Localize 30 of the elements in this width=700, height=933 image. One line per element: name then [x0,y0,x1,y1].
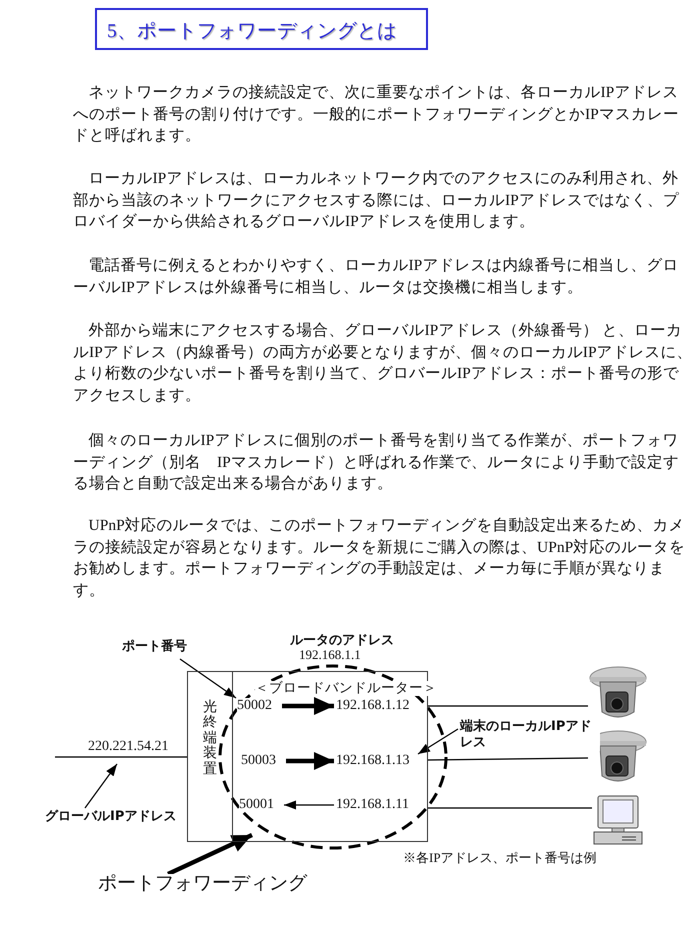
callout-label: グローバルIPアドレス [45,810,176,824]
connection-line [55,756,187,758]
leader-arrow [84,764,118,808]
paragraph: ローカルIPアドレスは、ローカルネットワーク内でのアクセスにのみ利用され、外部から当該のネットワークにアクセスする際には、ローカルIPアドレスではなく、プロバイダーから供給されるグローバルIPアドレスを使用します。 [73,169,680,232]
arrow [167,832,253,876]
leader-arrow [180,658,236,698]
leader-arrow [418,728,458,754]
paragraph: 外部から端末にアクセスする場合、グローバルIPアドレス（外線番号） と、ローカルIPアドレス（内線番号）の両方が必要となりますが、個々のローカルIPアドレスに、より桁数の少ないポート番号を割り当て、グロバールIPアドレス：ポート番号の形でアクセスします。 [73,321,693,406]
paragraph: 電話番号に例えるとわかりやすく、ローカルIPアドレスは内線番号に相当し、グローバルIPアドレスは外線番号に相当し、ルータは交換機に相当します。 [73,256,680,298]
paragraph: ネットワークカメラの接続設定で、次に重要なポイントは、各ローカルIPアドレスへのポート番号の割り付けです。一般的にポートフォワーディングとかIPマスカレードと呼ばれます。 [73,83,680,146]
device-label: 光終端装置 [203,700,218,777]
port-number: 50001 [239,797,274,812]
terminal-box [187,671,233,842]
paragraph: 個々のローカルIPアドレスに個別のポート番号を割り当てる作業が、ポートフォワーディング（別名 IPマスカレード）と呼ばれる作業で、ルータにより手動で設定する場合と自動で設定出来る場合があります。 [73,431,680,494]
connection-line [428,807,592,809]
connection-line [428,705,588,707]
arrow [284,800,334,810]
paragraph: UPnP対応のルータでは、このポートフォワーディングを自動設定出来るため、カメラの接続設定が容易となります。ルータを新規にご購入の際は、UPnP対応のルータをお勧めします。ポートフォワーディングの手動設定は、メーカ毎に手順が異なります。 [73,516,686,600]
edge-label: 220.221.54.21 [88,739,168,754]
port-number: 50002 [237,698,272,714]
title-box: 5、ポートフォワーディングとは [95,8,428,50]
note: ※各IPアドレス、ポート番号は例 [403,851,597,866]
connection-line [428,757,588,761]
callout-label: 端末のローカルIPアドレス [460,719,600,751]
callout-label: ポート番号 [122,640,187,654]
computer-drawing [592,795,644,845]
address-label: ルータのアドレス [290,634,394,648]
address-label: 192.168.1.1 [299,648,361,662]
arrow [286,752,334,770]
arrow [282,697,334,715]
